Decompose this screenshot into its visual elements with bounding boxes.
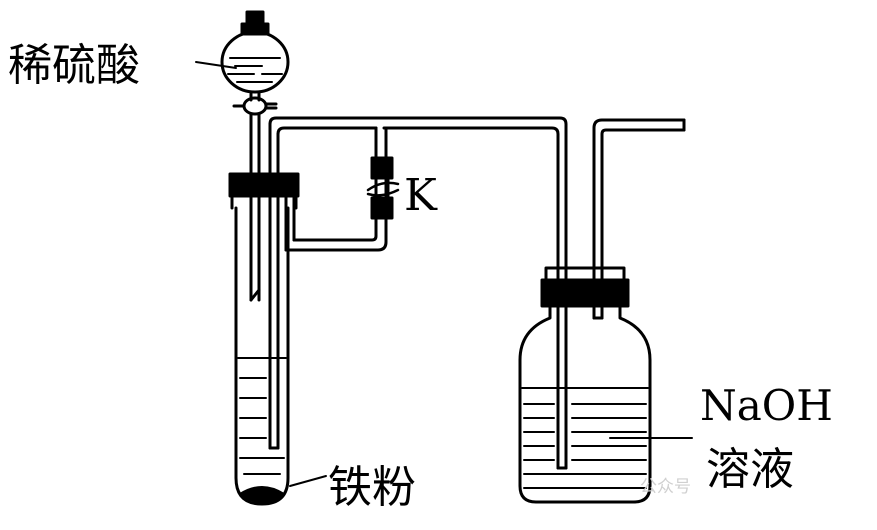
bottle-stopper-rim [544, 266, 626, 284]
label-naoh: NaOH [700, 381, 833, 430]
test-tube-body [234, 206, 290, 506]
test-tube-stopper [228, 172, 300, 198]
separatory-funnel [220, 10, 290, 302]
funnel-stopper [240, 22, 270, 36]
label-solution: 溶液 [706, 444, 794, 495]
iron-powder [239, 486, 285, 503]
valve-k-lower [370, 196, 394, 220]
acid-leader-line [195, 61, 237, 69]
test-tube [228, 172, 300, 506]
bottle-body [518, 304, 652, 504]
naoh-bottle [518, 266, 652, 504]
valve-k-upper [370, 156, 394, 180]
label-valve-k: K [404, 170, 438, 221]
watermark-text: 公众号 [640, 477, 691, 497]
iron-leader-line [289, 475, 327, 487]
funnel-stopcock [242, 96, 268, 116]
side-branch-tube [284, 126, 400, 252]
funnel-bulb [220, 30, 290, 94]
outlet-tube-system [268, 116, 568, 470]
label-dilute-sulfuric-acid: 稀硫酸 [8, 40, 140, 91]
vent-tube [592, 118, 686, 320]
bottle-stopper [540, 278, 630, 308]
valve-k-clamp [366, 181, 400, 192]
label-iron-powder: 铁粉 [328, 462, 416, 513]
